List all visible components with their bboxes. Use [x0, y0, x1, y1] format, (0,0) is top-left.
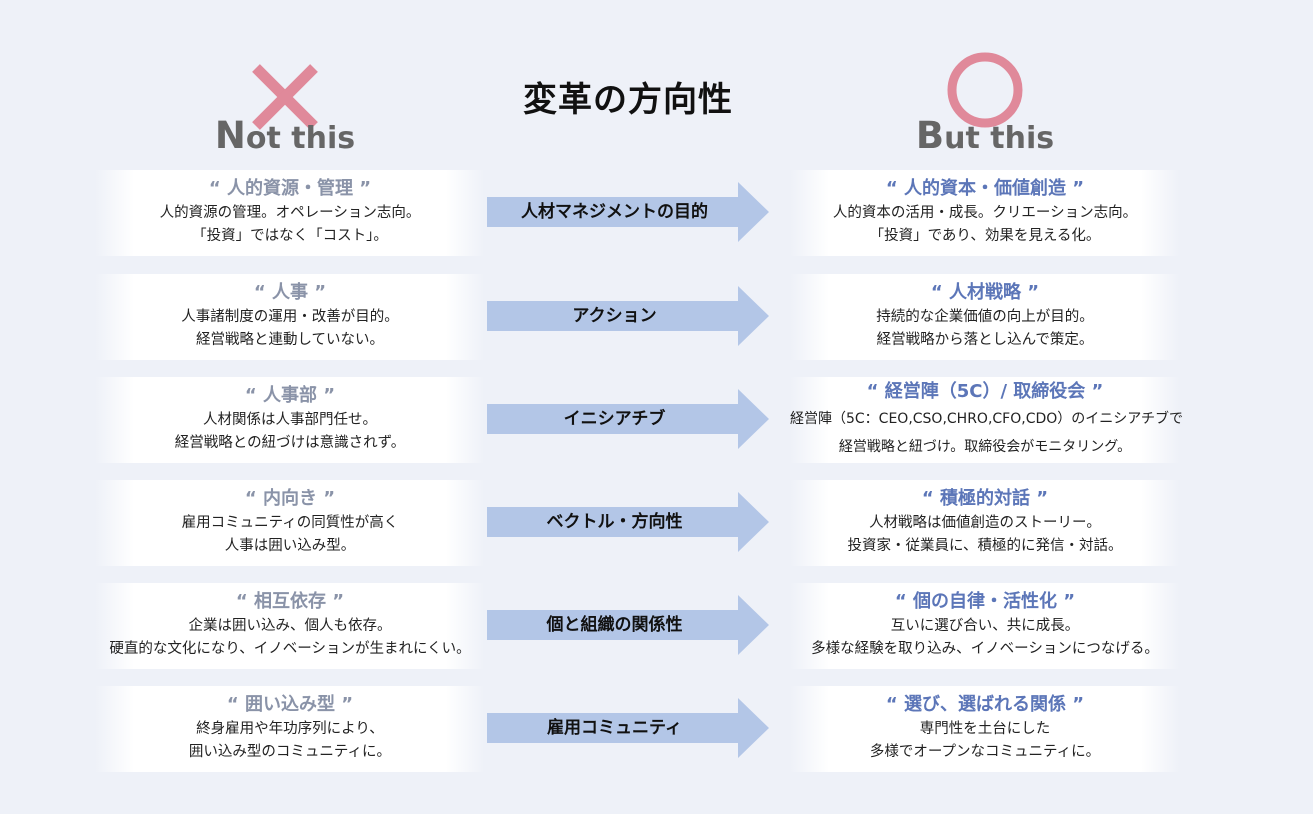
arrow: ベクトル・方向性	[487, 492, 769, 552]
not-this-card: “ 囲い込み型 ” 終身雇用や年功序列により、 囲い込み型のコミュニティに。	[95, 686, 485, 772]
not-this-card-title: “ 人事 ”	[253, 282, 327, 303]
but-this-card-text: 持続的な企業価値の向上が目的。	[876, 309, 1094, 325]
arrow-label: アクション	[572, 306, 657, 326]
but-this-card-text: 経営戦略と紐づけ。取締役会がモニタリング。	[838, 439, 1132, 455]
but-this-card-text: 投資家・従業員に、積極的に発信・対話。	[847, 538, 1123, 554]
not-this-card-text: 経営戦略と連動していない。	[195, 332, 385, 348]
arrow-label: イニシアチブ	[563, 409, 666, 429]
but-this-card-text: 人材戦略は価値創造のストーリー。	[869, 515, 1101, 531]
not-this-card-text: 終身雇用や年功序列により、	[196, 721, 384, 737]
but-this-card-text: 経営戦略から落とし込んで策定。	[876, 332, 1094, 348]
but-this-card-text: 経営陣（5C：CEO,CSO,CHRO,CFO,CDO）のイニシアチブで	[790, 411, 1183, 427]
comparison-row: “ 囲い込み型 ” 終身雇用や年功序列により、 囲い込み型のコミュニティに。 雇…	[0, 686, 1313, 772]
not-this-card-title: “ 人的資源・管理 ”	[208, 178, 372, 199]
but-this-card: “ 人材戦略 ” 持続的な企業価値の向上が目的。 経営戦略から落とし込んで策定。	[790, 274, 1180, 360]
but-this-card: “ 人的資本・価値創造 ” 人的資本の活用・成長。クリエーション志向。 「投資」…	[790, 170, 1180, 256]
not-this-card-title: “ 囲い込み型 ”	[226, 694, 354, 715]
arrow-label: 個と組織の関係性	[546, 615, 683, 635]
arrow: イニシアチブ	[487, 389, 769, 449]
but-this-heading-initial: B	[915, 114, 945, 157]
arrow: 雇用コミュニティ	[487, 698, 769, 758]
but-this-card: “ 選び、選ばれる関係 ” 専門性を土台にした 多様でオープンなコミュニティに。	[790, 686, 1180, 772]
arrow-shape	[487, 182, 769, 242]
arrow-shape	[487, 389, 769, 449]
not-this-card-title: “ 内向き ”	[244, 488, 336, 509]
arrow-shape	[487, 492, 769, 552]
arrow-shape	[487, 595, 769, 655]
but-this-card-title: “ 人材戦略 ”	[930, 282, 1040, 303]
but-this-card-text: 「投資」であり、効果を見える化。	[869, 228, 1101, 244]
not-this-card-text: 硬直的な文化になり、イノベーションが生まれにくい。	[109, 641, 471, 657]
not-this-card-title: “ 人事部 ”	[244, 385, 336, 406]
not-this-card-text: 囲い込み型のコミュニティに。	[188, 744, 392, 760]
cross-icon	[252, 64, 318, 130]
not-this-heading: Not this	[135, 114, 435, 157]
not-this-card: “ 内向き ” 雇用コミュニティの同質性が高く 人事は囲い込み型。	[95, 480, 485, 566]
arrow: アクション	[487, 286, 769, 346]
arrow-label: 雇用コミュニティ	[547, 718, 682, 738]
comparison-row: “ 人的資源・管理 ” 人的資源の管理。オペレーション志向。 「投資」ではなく「…	[0, 170, 1313, 256]
but-this-card-text: 専門性を土台にした	[919, 721, 1051, 737]
arrow-shape	[487, 698, 769, 758]
arrow: 人材マネジメントの目的	[487, 182, 769, 242]
but-this-heading: But this	[835, 114, 1135, 157]
arrow-label: 人材マネジメントの目的	[521, 202, 708, 222]
comparison-row: “ 人事 ” 人事諸制度の運用・改善が目的。 経営戦略と連動していない。 アクシ…	[0, 274, 1313, 360]
not-this-card-title: “ 相互依存 ”	[235, 591, 345, 612]
but-this-card-text: 人的資本の活用・成長。クリエーション志向。	[832, 205, 1138, 221]
page-title: 変革の方向性	[523, 80, 733, 120]
not-this-heading-initial: N	[214, 114, 246, 157]
but-this-card-text: 互いに選び合い、共に成長。	[890, 618, 1080, 634]
but-this-card: “ 経営陣（5C）/ 取締役会 ” 経営陣（5C：CEO,CSO,CHRO,CF…	[790, 377, 1183, 463]
not-this-heading-rest: ot this	[245, 121, 356, 156]
not-this-card-text: 経営戦略との紐づけは意識されず。	[174, 435, 406, 451]
but-this-card-title: “ 選び、選ばれる関係 ”	[885, 694, 1085, 715]
not-this-card: “ 人事 ” 人事諸制度の運用・改善が目的。 経営戦略と連動していない。	[95, 274, 485, 360]
not-this-card-text: 人事諸制度の運用・改善が目的。	[181, 309, 399, 325]
not-this-card-text: 人的資源の管理。オペレーション志向。	[159, 205, 421, 221]
comparison-row: “ 内向き ” 雇用コミュニティの同質性が高く 人事は囲い込み型。 ベクトル・方…	[0, 480, 1313, 566]
arrow-shape	[487, 286, 769, 346]
not-this-card-text: 人材関係は人事部門任せ。	[203, 412, 377, 428]
not-this-card: “ 相互依存 ” 企業は囲い込み、個人も依存。 硬直的な文化になり、イノベーショ…	[95, 583, 485, 669]
circle-icon	[947, 52, 1023, 128]
but-this-card-text: 多様でオープンなコミュニティに。	[869, 744, 1101, 760]
not-this-card-text: 企業は囲い込み、個人も依存。	[188, 618, 392, 634]
but-this-card-title: “ 積極的対話 ”	[921, 488, 1049, 509]
but-this-card-text: 多様な経験を取り込み、イノベーションにつなげる。	[811, 641, 1159, 657]
but-this-card-title: “ 個の自律・活性化 ”	[894, 591, 1076, 612]
but-this-card: “ 個の自律・活性化 ” 互いに選び合い、共に成長。 多様な経験を取り込み、イノ…	[790, 583, 1180, 669]
but-this-heading-rest: ut this	[944, 121, 1055, 156]
not-this-card-text: 人事は囲い込み型。	[224, 538, 356, 554]
comparison-row: “ 相互依存 ” 企業は囲い込み、個人も依存。 硬直的な文化になり、イノベーショ…	[0, 583, 1313, 669]
not-this-card: “ 人的資源・管理 ” 人的資源の管理。オペレーション志向。 「投資」ではなく「…	[95, 170, 485, 256]
not-this-card-text: 雇用コミュニティの同質性が高く	[181, 515, 399, 531]
but-this-card-title: “ 人的資本・価値創造 ”	[885, 178, 1085, 199]
arrow: 個と組織の関係性	[487, 595, 769, 655]
but-this-card: “ 積極的対話 ” 人材戦略は価値創造のストーリー。 投資家・従業員に、積極的に…	[790, 480, 1180, 566]
arrow-label: ベクトル・方向性	[546, 512, 683, 532]
not-this-card: “ 人事部 ” 人材関係は人事部門任せ。 経営戦略との紐づけは意識されず。	[95, 377, 485, 463]
not-this-card-text: 「投資」ではなく「コスト」。	[192, 228, 388, 244]
comparison-row: “ 人事部 ” 人材関係は人事部門任せ。 経営戦略との紐づけは意識されず。 イニ…	[0, 377, 1313, 463]
but-this-card-title: “ 経営陣（5C）/ 取締役会 ”	[866, 381, 1104, 402]
